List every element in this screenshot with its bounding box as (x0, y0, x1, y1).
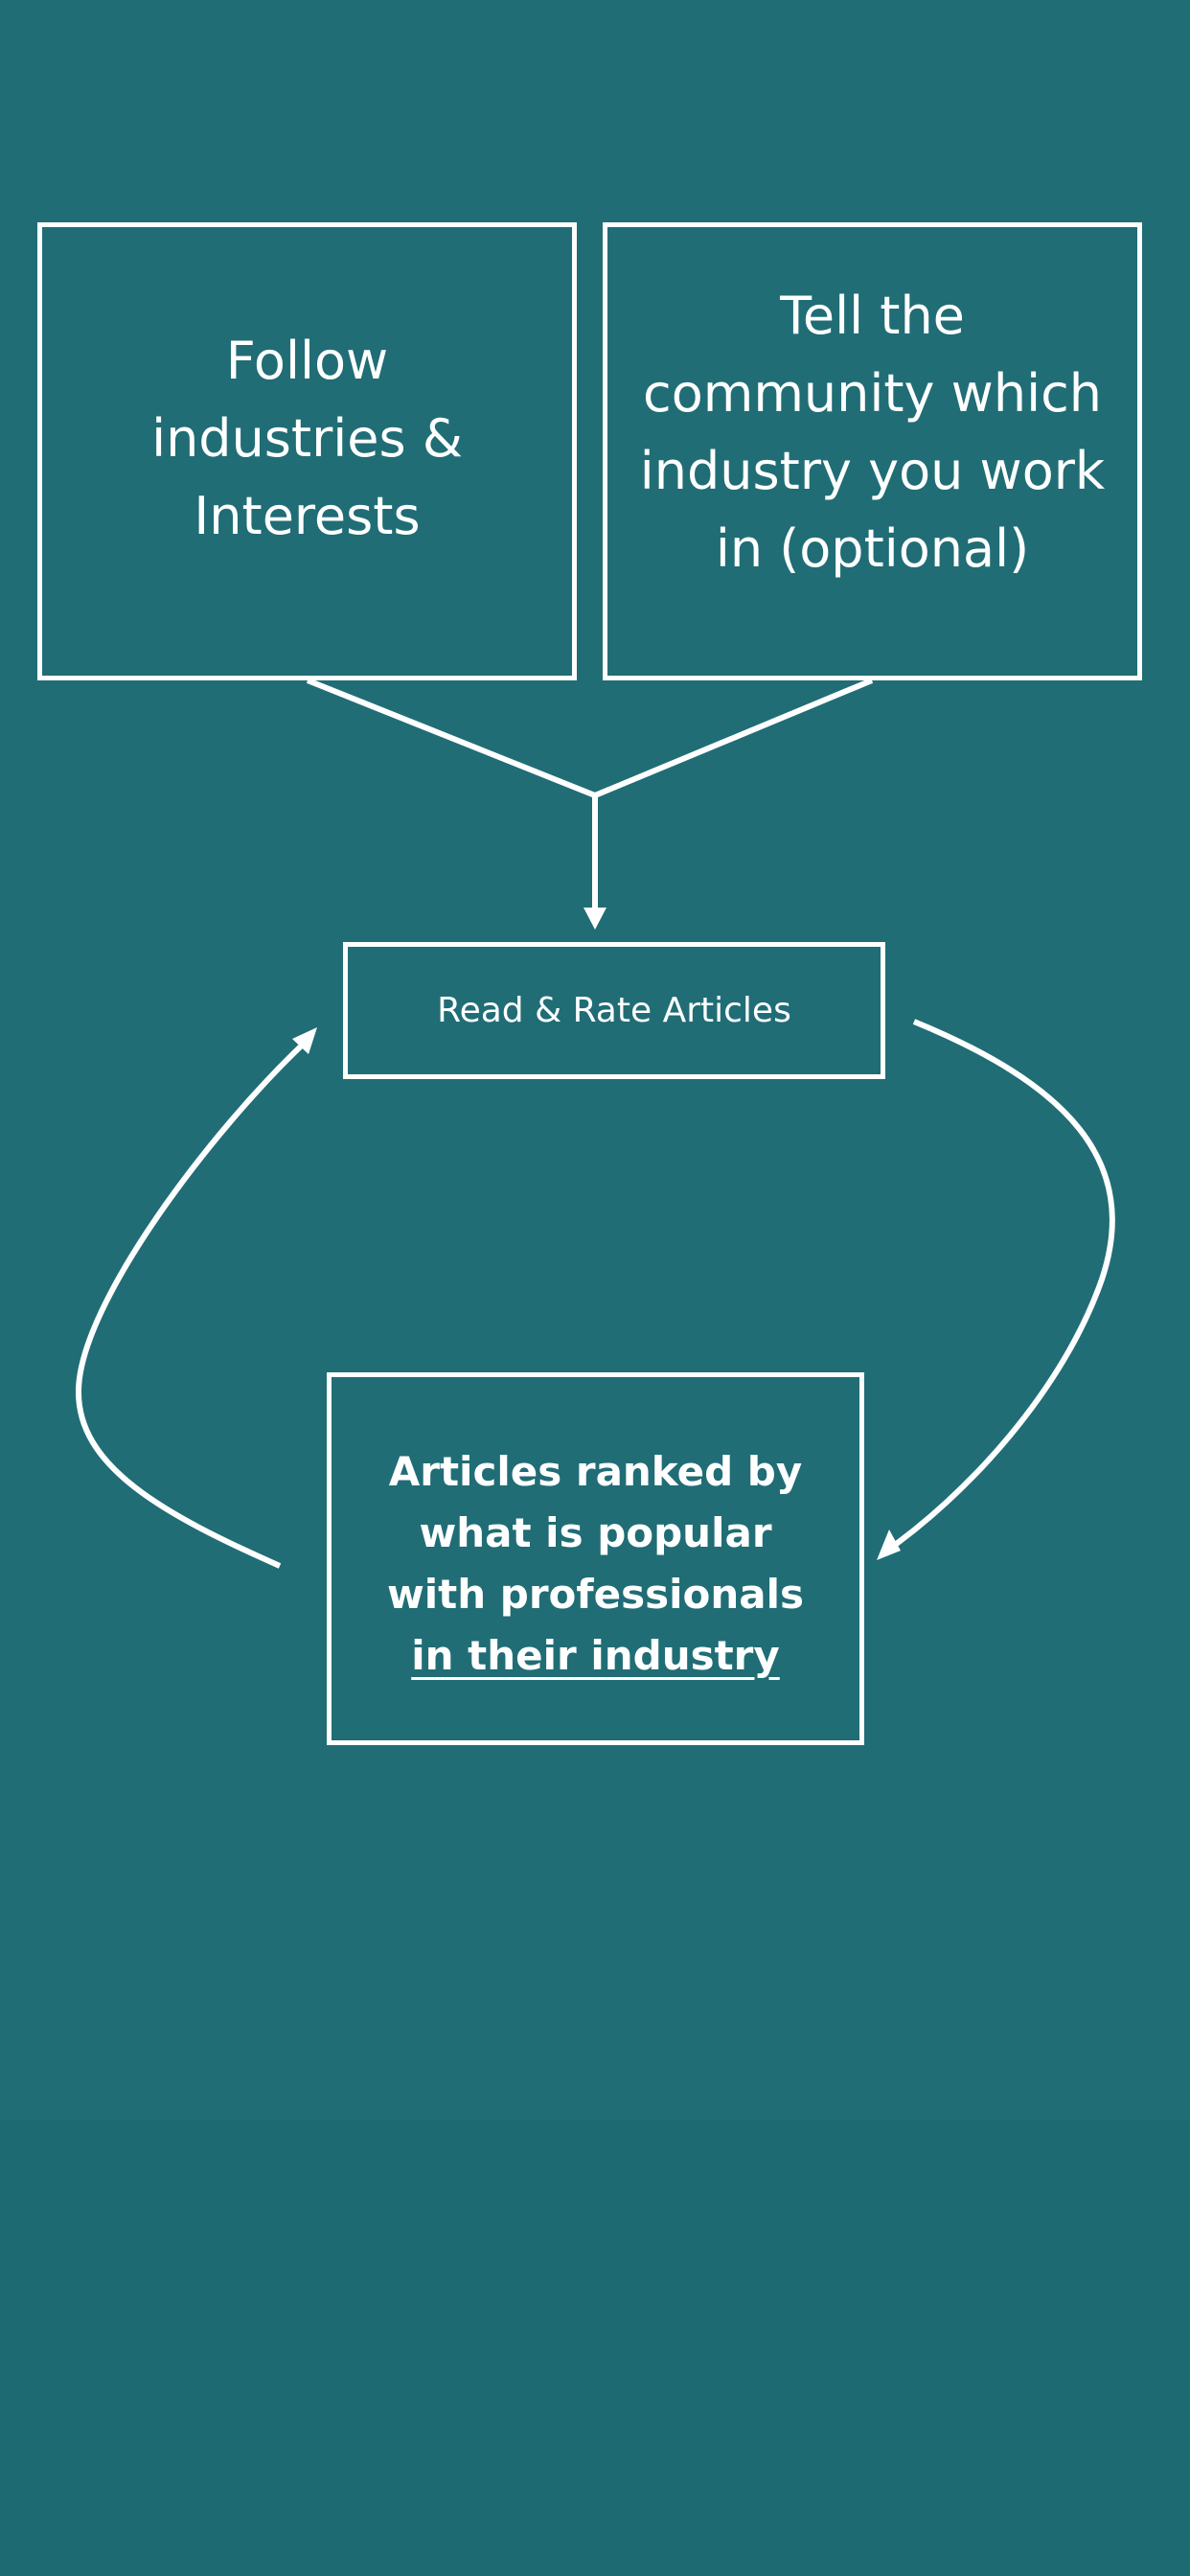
tell-line-1: Tell the (780, 286, 965, 346)
articles-ranked-box: Articles ranked by what is popular with … (327, 1372, 864, 1745)
tell-line-4: in (optional) (715, 518, 1030, 579)
tell-community-box: Tell the community which industry you wo… (603, 222, 1142, 680)
cycle-arrow-left-head (292, 1027, 317, 1054)
follow-line-2: industries & (151, 407, 463, 469)
merge-line-left (306, 678, 597, 798)
ranked-line-2: what is popular (419, 1508, 772, 1556)
follow-line-1: Follow (225, 330, 389, 391)
follow-industries-box: Follow industries & Interests (37, 222, 577, 680)
merge-line-right (593, 678, 874, 798)
follow-industries-text: Follow industries & Interests (42, 322, 572, 555)
tell-line-3: industry you work (639, 441, 1106, 501)
arrow-down-head (584, 908, 606, 930)
background-lower-band (0, 2120, 1190, 2576)
cycle-arrow-right (880, 1019, 1115, 1557)
ranked-line-underlined: in their industry (411, 1631, 780, 1679)
read-rate-articles-label: Read & Rate Articles (437, 991, 791, 1030)
read-rate-articles-box: Read & Rate Articles (343, 942, 885, 1079)
follow-line-3: Interests (194, 485, 421, 546)
tell-community-text: Tell the community which industry you wo… (607, 277, 1137, 587)
tell-line-2: community which (643, 363, 1102, 424)
cycle-arrow-right-head (877, 1530, 901, 1560)
ranked-line-3: with professionals (386, 1570, 805, 1618)
articles-ranked-text: Articles ranked by what is popular with … (332, 1441, 859, 1687)
cycle-arrow-left (75, 1038, 309, 1569)
ranked-line-1: Articles ranked by (388, 1447, 803, 1495)
